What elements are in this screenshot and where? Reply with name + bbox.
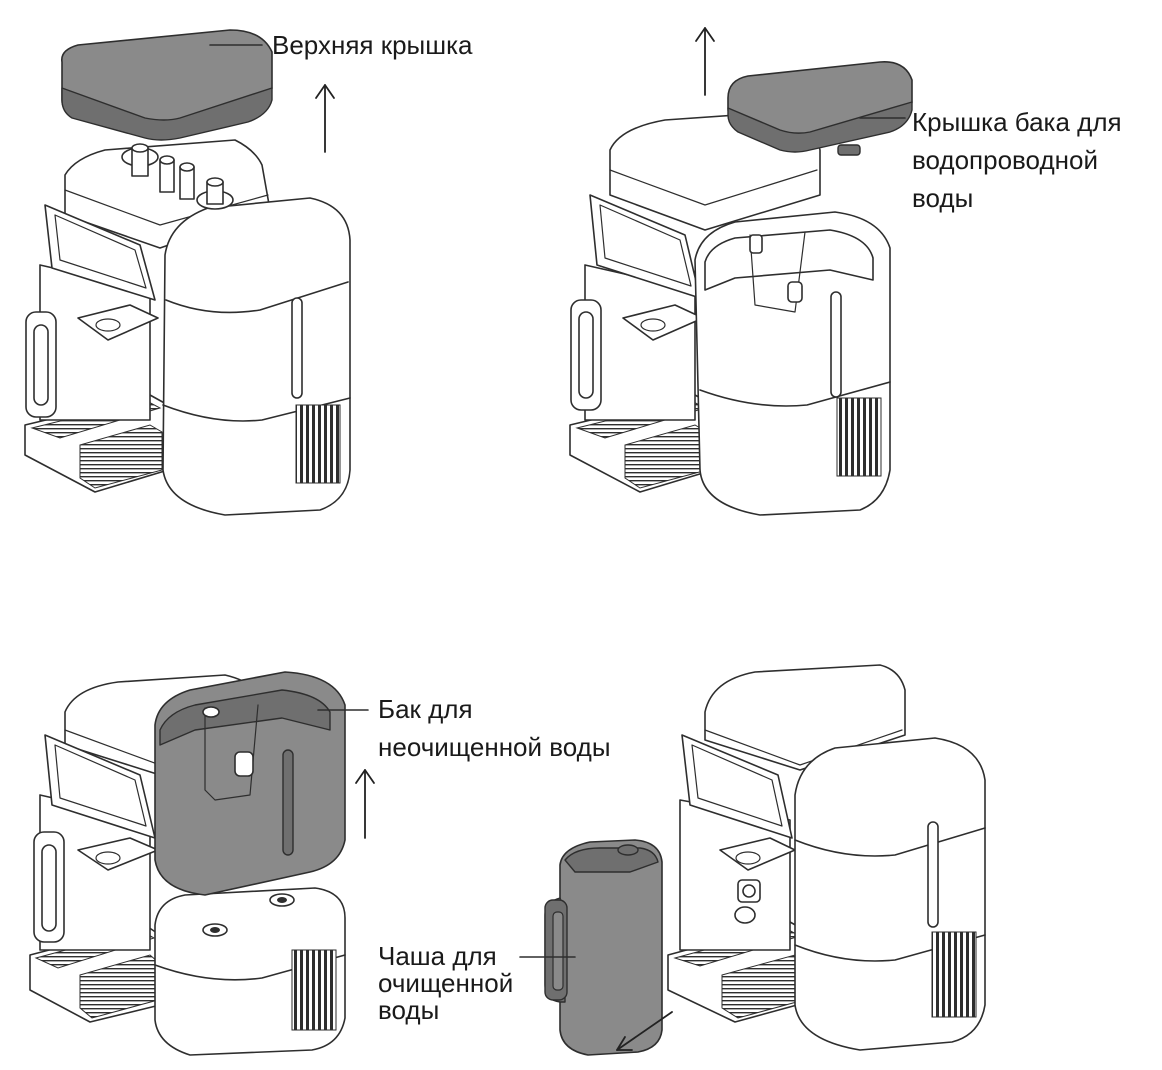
machine-illustration-2 xyxy=(569,111,891,516)
machine-illustration-4 xyxy=(667,664,986,1051)
label-tap-tank-lid-line3: воды xyxy=(912,183,973,213)
label-pure-bowl-line2: очищенной xyxy=(378,968,513,998)
top-controls xyxy=(121,143,234,210)
label-pure-bowl-line1: Чаша для xyxy=(378,941,497,971)
panel-tap-tank-lid: Крышка бака для водопроводной воды xyxy=(569,27,1122,516)
label-raw-tank-line1: Бак для xyxy=(378,694,473,724)
lift-arrow-1-head xyxy=(315,84,335,99)
panel-pure-water-bowl: Чаша для очищенной воды xyxy=(378,664,986,1056)
raw-water-tank-part xyxy=(154,671,346,896)
pull-arrow-4 xyxy=(616,1011,673,1051)
pull-arrow-4-head xyxy=(616,1036,633,1051)
label-tap-tank-lid-line2: водопроводной xyxy=(912,145,1098,175)
lift-arrow-3-head xyxy=(355,769,375,784)
panel-top-lid: Верхняя крышка xyxy=(24,29,473,516)
machine-illustration-1 xyxy=(24,139,351,516)
tap-tank-lid-part xyxy=(727,61,913,156)
lift-arrow-2-head xyxy=(695,27,715,42)
panel-raw-water-tank: Бак для неочищенной воды xyxy=(29,671,611,1056)
top-lid-part xyxy=(61,29,273,141)
label-top-lid: Верхняя крышка xyxy=(272,30,473,60)
pure-water-bowl-part xyxy=(544,839,663,1056)
label-raw-tank-line2: неочищенной воды xyxy=(378,732,611,762)
label-tap-tank-lid-line1: Крышка бака для xyxy=(912,107,1122,137)
label-pure-bowl-line3: воды xyxy=(378,995,439,1025)
